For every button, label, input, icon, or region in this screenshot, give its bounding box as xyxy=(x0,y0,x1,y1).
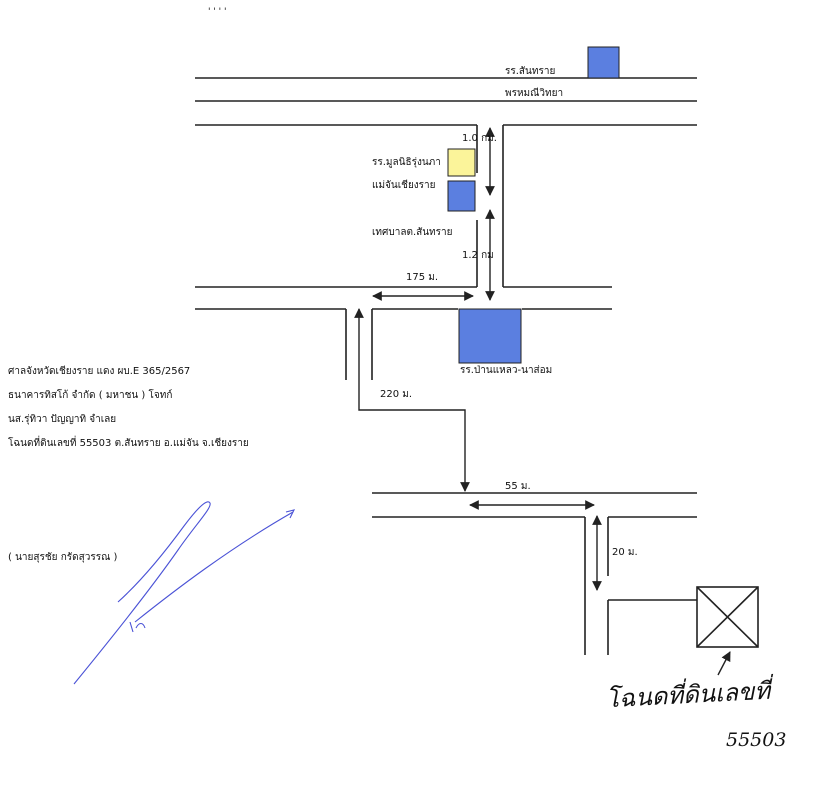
label-tessaban: เทศบาลต.สันทราย xyxy=(372,227,453,238)
case-title-deed-line: โฉนดที่ดินเลขที่ 55503 ต.สันทราย อ.แม่จั… xyxy=(8,438,249,449)
arrow-to-plot xyxy=(717,651,731,676)
arrow-220m xyxy=(354,308,470,492)
case-defendant-line: นส.รุ่ทิวา ปัญญาทิ จำเลย xyxy=(8,414,117,425)
maejan-chiangrai-building xyxy=(447,180,476,212)
label-distance-175m: 175 ม. xyxy=(406,272,439,283)
label-phrom-witthaya: พรหมณีวิทยา xyxy=(505,88,564,99)
label-distance-55m: 55 ม. xyxy=(505,481,531,492)
distance-arrows xyxy=(354,127,731,676)
signature-stroke-1 xyxy=(73,501,211,685)
case-plaintiff-line: ธนาคารทิสโก้ จำกัด ( มหาชน ) โจทก์ xyxy=(8,390,173,401)
label-maejan-chiangrai: แม่จันเชียงราย xyxy=(372,180,436,191)
label-school-sansai: รร.สันทราย xyxy=(505,66,556,77)
label-distance-1km: 1.0 กม. xyxy=(462,133,497,144)
header-marks: ' ' ' ' xyxy=(208,7,227,17)
signature-stroke-4 xyxy=(129,621,146,633)
road-lines xyxy=(195,77,697,655)
label-distance-20m: 20 ม. xyxy=(612,547,638,558)
plot-cross-2 xyxy=(696,586,759,648)
case-court-line: ศาลจังหวัดเชียงราย แดง ผบ.E 365/2567 xyxy=(8,366,191,377)
school-sansai-building xyxy=(587,46,620,79)
signature-stroke-3 xyxy=(285,509,296,519)
signature-name: ( นายสุรชัย กรัดสุวรรณ ) xyxy=(8,552,118,563)
school-banlaew-building xyxy=(458,308,522,364)
label-school-banlaew: รร.ป่านแหลว-นาส่อม xyxy=(460,365,553,376)
label-distance-220m: 220 ม. xyxy=(380,389,413,400)
signature-mark xyxy=(73,501,296,685)
label-school-mulnithi: รร.มูลนิธิรุ่งนภา xyxy=(372,157,441,168)
label-distance-1-2km: 1.2 กม xyxy=(462,250,494,261)
school-mulnithi-building xyxy=(447,148,476,177)
handwritten-deed-number: 55503 xyxy=(726,729,787,751)
signature-stroke-2 xyxy=(134,511,294,623)
